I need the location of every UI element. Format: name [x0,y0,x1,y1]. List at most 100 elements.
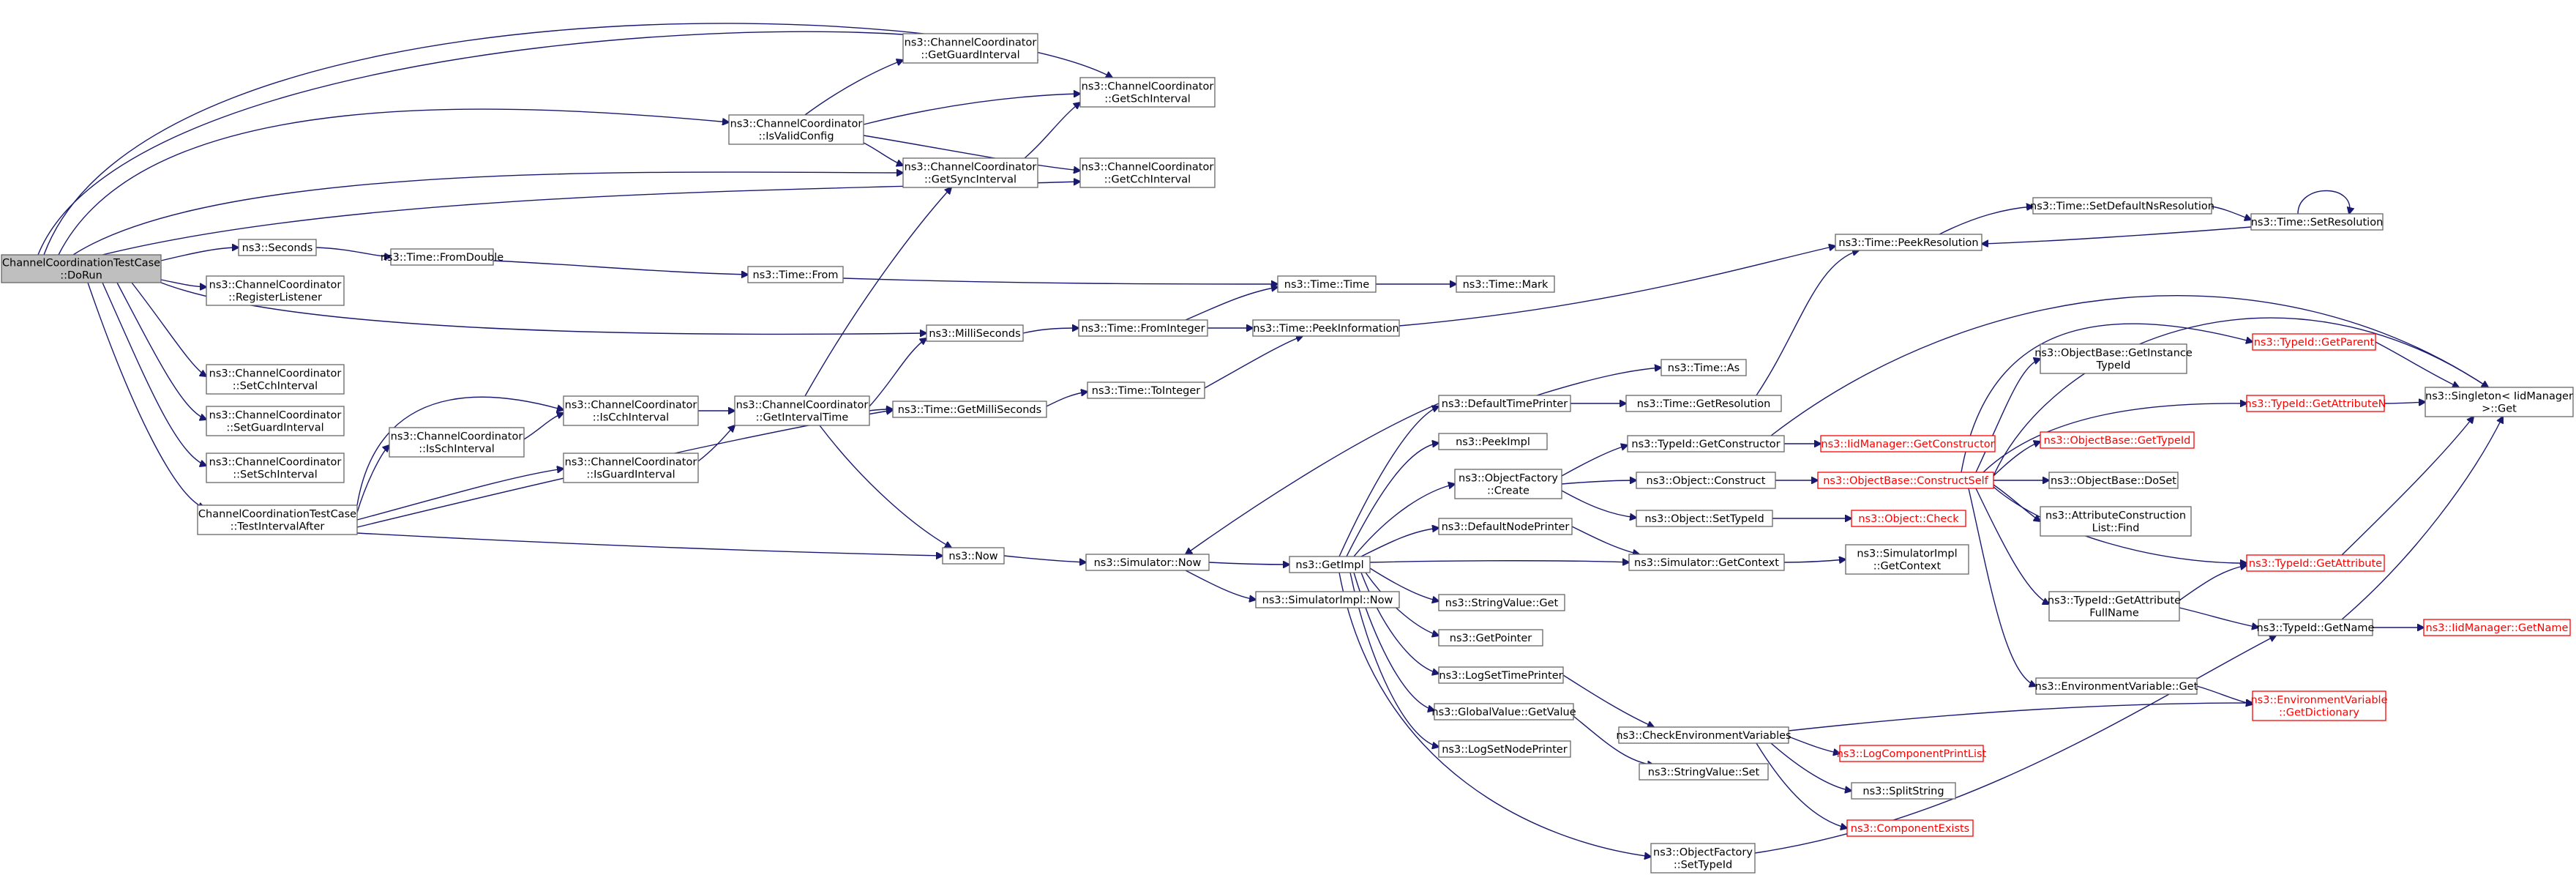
function-node-box[interactable] [1628,554,1785,571]
function-node-time[interactable]: ns3::Time::Time [1277,275,1377,293]
function-node-box[interactable] [1255,591,1400,608]
function-node-box[interactable] [2246,554,2385,572]
function-node-box[interactable] [728,114,864,145]
function-node-simimplnow[interactable]: ns3::SimulatorImpl::Now [1255,591,1400,608]
function-node-objfactorysettypeid[interactable]: ns3::ObjectFactory::SetTypeId [1650,843,1756,874]
function-node-singletonget[interactable]: ns3::Singleton< IidManager >::Get [2425,387,2574,417]
function-node-box[interactable] [1,254,162,283]
function-node-box[interactable] [563,395,699,426]
function-node-box[interactable] [2040,506,2192,537]
function-node-box[interactable] [2246,395,2385,412]
function-node-checkenvvars[interactable]: ns3::CheckEnvironmentVariables [1616,726,1791,744]
function-node-splitstring[interactable]: ns3::SplitString [1851,782,1956,800]
function-node-box[interactable] [238,239,317,256]
function-node-box[interactable] [902,33,1038,64]
function-node-box[interactable] [747,266,844,283]
function-node-getsyncinterval[interactable]: ns3::ChannelCoordinator::GetSyncInterval [902,157,1038,188]
function-node-box[interactable] [1079,157,1216,188]
function-node-getmilliseconds[interactable]: ns3::Time::GetMilliSeconds [892,401,1047,418]
function-node-stringvalueget[interactable]: ns3::StringValue::Get [1438,594,1565,611]
function-node-stringvalueset[interactable]: ns3::StringValue::Set [1639,763,1769,781]
function-node-from[interactable]: ns3::Time::From [747,266,844,283]
function-node-peekimpl[interactable]: ns3::PeekImpl [1438,433,1548,450]
function-node-isschinterval[interactable]: ns3::ChannelCoordinator::IsSchInterval [389,427,525,458]
function-node-isvalidconfig[interactable]: ns3::ChannelCoordinator::IsValidConfig [728,114,864,145]
function-node-logsetnodeprinter[interactable]: ns3::LogSetNodePrinter [1438,740,1571,758]
function-node-iidgetname[interactable]: ns3::IidManager::GetName [2423,619,2571,636]
function-node-box[interactable] [2035,677,2198,695]
function-node-box[interactable] [1078,319,1208,337]
function-node-tointeger[interactable]: ns3::Time::ToInteger [1087,381,1205,399]
function-node-box[interactable] [1636,510,1773,527]
function-node-objectconstruct[interactable]: ns3::Object::Construct [1636,472,1776,489]
function-node-box[interactable] [892,401,1047,418]
function-node-box[interactable] [1456,275,1555,293]
function-node-box[interactable] [1618,726,1789,744]
function-node-typeidgetname[interactable]: ns3::TypeId::GetName [2257,619,2375,636]
function-node-getresolution[interactable]: ns3::Time::GetResolution [1625,395,1782,412]
function-node-box[interactable] [1625,395,1782,412]
function-node-box[interactable] [902,157,1038,188]
function-node-box[interactable] [2252,690,2386,721]
function-node-objbaseconstructself[interactable]: ns3::ObjectBase::ConstructSelf [1817,472,1994,489]
function-node-typeidgetattribute[interactable]: ns3::TypeId::GetAttribute [2246,554,2385,572]
function-node-box[interactable] [1434,703,1574,721]
function-node-box[interactable] [197,504,358,535]
function-node-setschinterval[interactable]: ns3::ChannelCoordinator::SetSchInterval [206,453,345,483]
function-node-box[interactable] [2423,619,2571,636]
function-node-defaulttimeprinter[interactable]: ns3::DefaultTimePrinter [1438,395,1571,412]
function-node-now[interactable]: ns3::Now [942,547,1005,565]
function-node-isguardinterval[interactable]: ns3::ChannelCoordinator::IsGuardInterval [563,453,699,483]
function-node-box[interactable] [1454,469,1562,499]
function-node-box[interactable] [1438,518,1573,535]
function-node-box[interactable] [206,406,345,436]
function-node-getintervaltime[interactable]: ns3::ChannelCoordinator::GetIntervalTime [734,395,870,426]
function-node-box[interactable] [206,275,345,306]
function-node-box[interactable] [1289,556,1371,573]
function-node-mark[interactable]: ns3::Time::Mark [1456,275,1555,293]
function-node-box[interactable] [2250,213,2384,231]
function-node-box[interactable] [2040,343,2187,374]
function-node-box[interactable] [2048,591,2180,622]
function-node-box[interactable] [563,453,699,483]
function-node-objbasegettypeid[interactable]: ns3::ObjectBase::GetTypeId [2040,431,2195,449]
function-node-box[interactable] [1438,629,1543,647]
function-node-box[interactable] [942,547,1005,565]
function-node-setresolution[interactable]: ns3::Time::SetResolution [2250,213,2384,231]
function-node-logcompprintlist[interactable]: ns3::LogComponentPrintList [1837,745,1987,762]
function-node-envvarget[interactable]: ns3::EnvironmentVariable::Get [2035,677,2198,695]
function-node-box[interactable] [1087,381,1205,399]
function-node-box[interactable] [1079,77,1216,108]
function-node-box[interactable] [206,364,345,395]
function-node-box[interactable] [1438,433,1548,450]
function-node-box[interactable] [1851,782,1956,800]
function-node-box[interactable] [926,324,1024,342]
function-node-box[interactable] [1851,510,1966,527]
function-node-logsettimeprinter[interactable]: ns3::LogSetTimePrinter [1438,666,1564,684]
function-node-objectcheck[interactable]: ns3::Object::Check [1851,510,1966,527]
function-node-objbasedoset[interactable]: ns3::ObjectBase::DoSet [2048,472,2179,489]
function-node-simnow[interactable]: ns3::Simulator::Now [1085,554,1210,571]
function-node-box[interactable] [1839,745,1984,762]
function-node-iidgetconstructor[interactable]: ns3::IidManager::GetConstructor [1820,435,1996,453]
function-node-globalvalueget[interactable]: ns3::GlobalValue::GetValue [1431,703,1576,721]
function-node-getschinterval[interactable]: ns3::ChannelCoordinator::GetSchInterval [1079,77,1216,108]
function-node-dorun[interactable]: ChannelCoordinationTestCase::DoRun [1,254,162,283]
function-node-box[interactable] [2032,197,2212,215]
function-node-simimplgetcontext[interactable]: ns3::SimulatorImpl::GetContext [1845,544,1969,575]
function-node-setdefaultnsres[interactable]: ns3::Time::SetDefaultNsResolution [2030,197,2214,215]
function-node-simgetcontext[interactable]: ns3::Simulator::GetContext [1628,554,1785,571]
function-node-registerlistener[interactable]: ns3::ChannelCoordinator::RegisterListene… [206,275,345,306]
function-node-box[interactable] [2040,431,2195,449]
function-node-getcchinterval[interactable]: ns3::ChannelCoordinator::GetCchInterval [1079,157,1216,188]
function-node-typeidgetconstructor[interactable]: ns3::TypeId::GetConstructor [1627,435,1785,453]
function-node-box[interactable] [1650,843,1756,874]
function-node-box[interactable] [1846,819,1974,837]
function-node-box[interactable] [1636,472,1776,489]
function-node-box[interactable] [1085,554,1210,571]
function-node-box[interactable] [2258,619,2373,636]
function-node-setguardinterval[interactable]: ns3::ChannelCoordinator::SetGuardInterva… [206,406,345,436]
function-node-fromdouble[interactable]: ns3::Time::FromDouble [381,248,503,266]
